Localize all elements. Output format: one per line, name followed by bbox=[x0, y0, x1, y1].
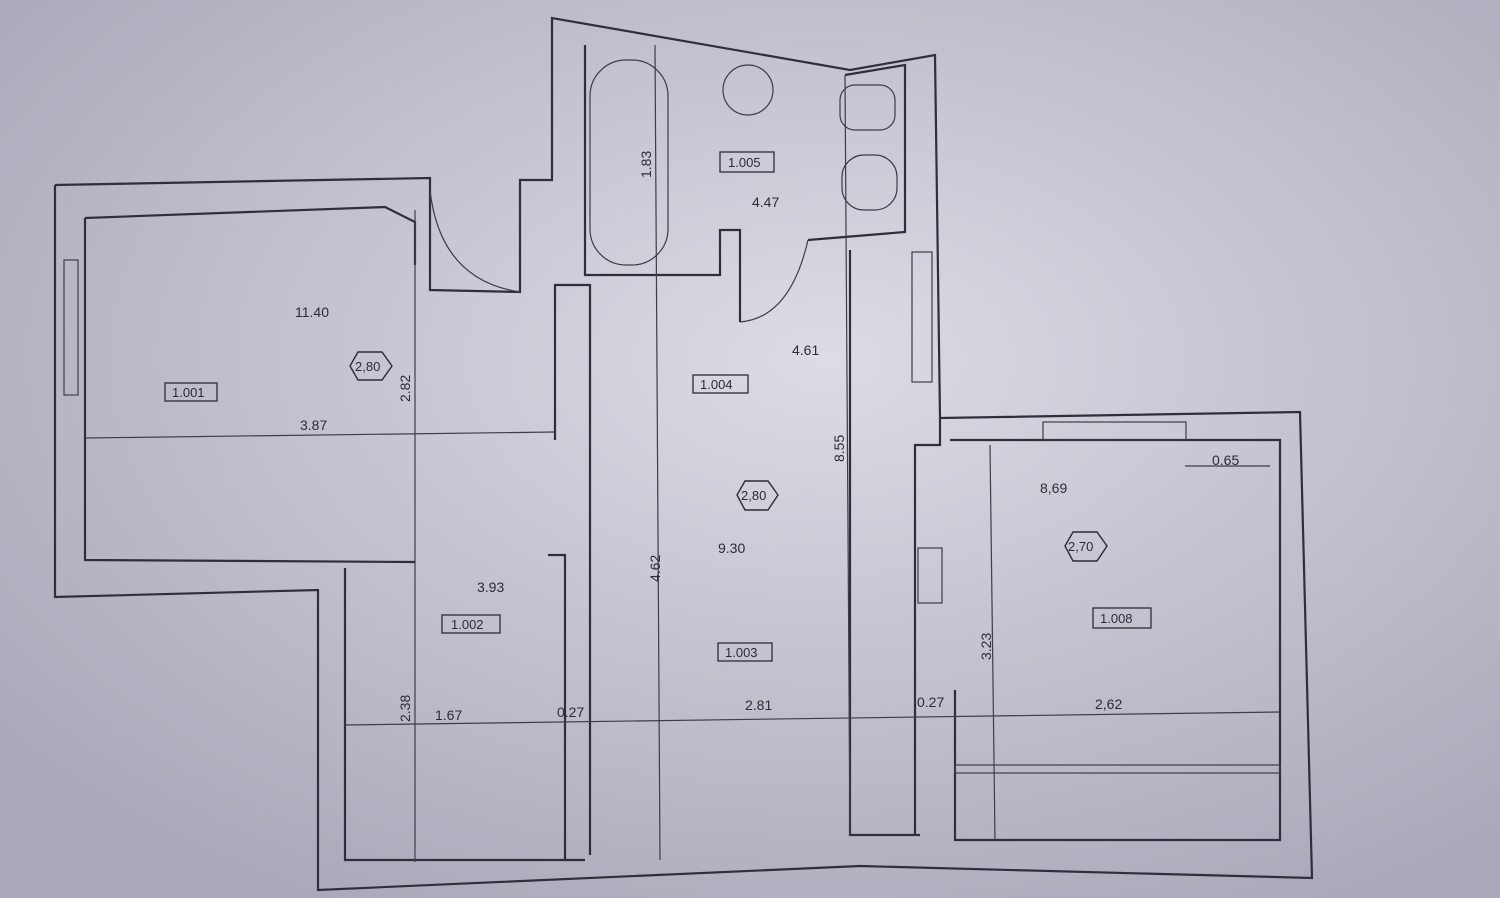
walls bbox=[53, 16, 1314, 892]
bathtub-icon bbox=[589, 59, 669, 266]
dimension-label: 2.81 bbox=[745, 697, 772, 713]
door-swing-icon bbox=[429, 189, 521, 293]
dimension-labels: 3.87 2.82 1.83 4.62 8.55 2.38 1.67 0.27 … bbox=[300, 151, 1239, 723]
dimension-label: 1.83 bbox=[638, 151, 654, 178]
room-number: 1.001 bbox=[172, 385, 205, 400]
room-area: 4.61 bbox=[792, 342, 819, 358]
door-swing-icon bbox=[739, 239, 809, 323]
room-area: 4.47 bbox=[752, 194, 779, 210]
dimension-label: 2.38 bbox=[397, 695, 413, 722]
ceiling-height: 2,80 bbox=[741, 488, 766, 503]
dimension-label: 1.67 bbox=[435, 707, 462, 723]
dimension-label: 3.87 bbox=[300, 417, 327, 433]
dimension-label: 0.65 bbox=[1212, 452, 1239, 468]
toilet-icon bbox=[722, 64, 774, 116]
dimension-label: 3.23 bbox=[978, 633, 994, 660]
room-number: 1.004 bbox=[700, 377, 733, 392]
ceiling-height: 2,70 bbox=[1068, 539, 1093, 554]
ceiling-height: 2,80 bbox=[355, 359, 380, 374]
room-area: 11.40 bbox=[295, 304, 329, 320]
dimension-label: 2,62 bbox=[1095, 696, 1122, 712]
washbasin-icon bbox=[841, 154, 898, 211]
fixtures bbox=[429, 59, 898, 323]
room-number: 1.003 bbox=[725, 645, 758, 660]
dimension-lines bbox=[84, 44, 1281, 862]
dimension-label: 0.27 bbox=[557, 704, 584, 720]
dimension-label: 8.55 bbox=[831, 435, 847, 462]
room-number: 1.008 bbox=[1100, 611, 1133, 626]
room-area: 8,69 bbox=[1040, 480, 1067, 496]
room-area: 3.93 bbox=[477, 579, 504, 595]
room-area: 9.30 bbox=[718, 540, 745, 556]
room-labels: 11.40 2,80 1.001 3.93 1.002 9.30 2,80 1.… bbox=[164, 151, 1152, 662]
dimension-label: 0.27 bbox=[917, 694, 944, 710]
sink-icon bbox=[839, 84, 896, 131]
dimension-label: 4.62 bbox=[647, 555, 663, 582]
dimension-label: 2.82 bbox=[397, 375, 413, 402]
room-number: 1.002 bbox=[451, 617, 484, 632]
room-number: 1.005 bbox=[728, 155, 761, 170]
